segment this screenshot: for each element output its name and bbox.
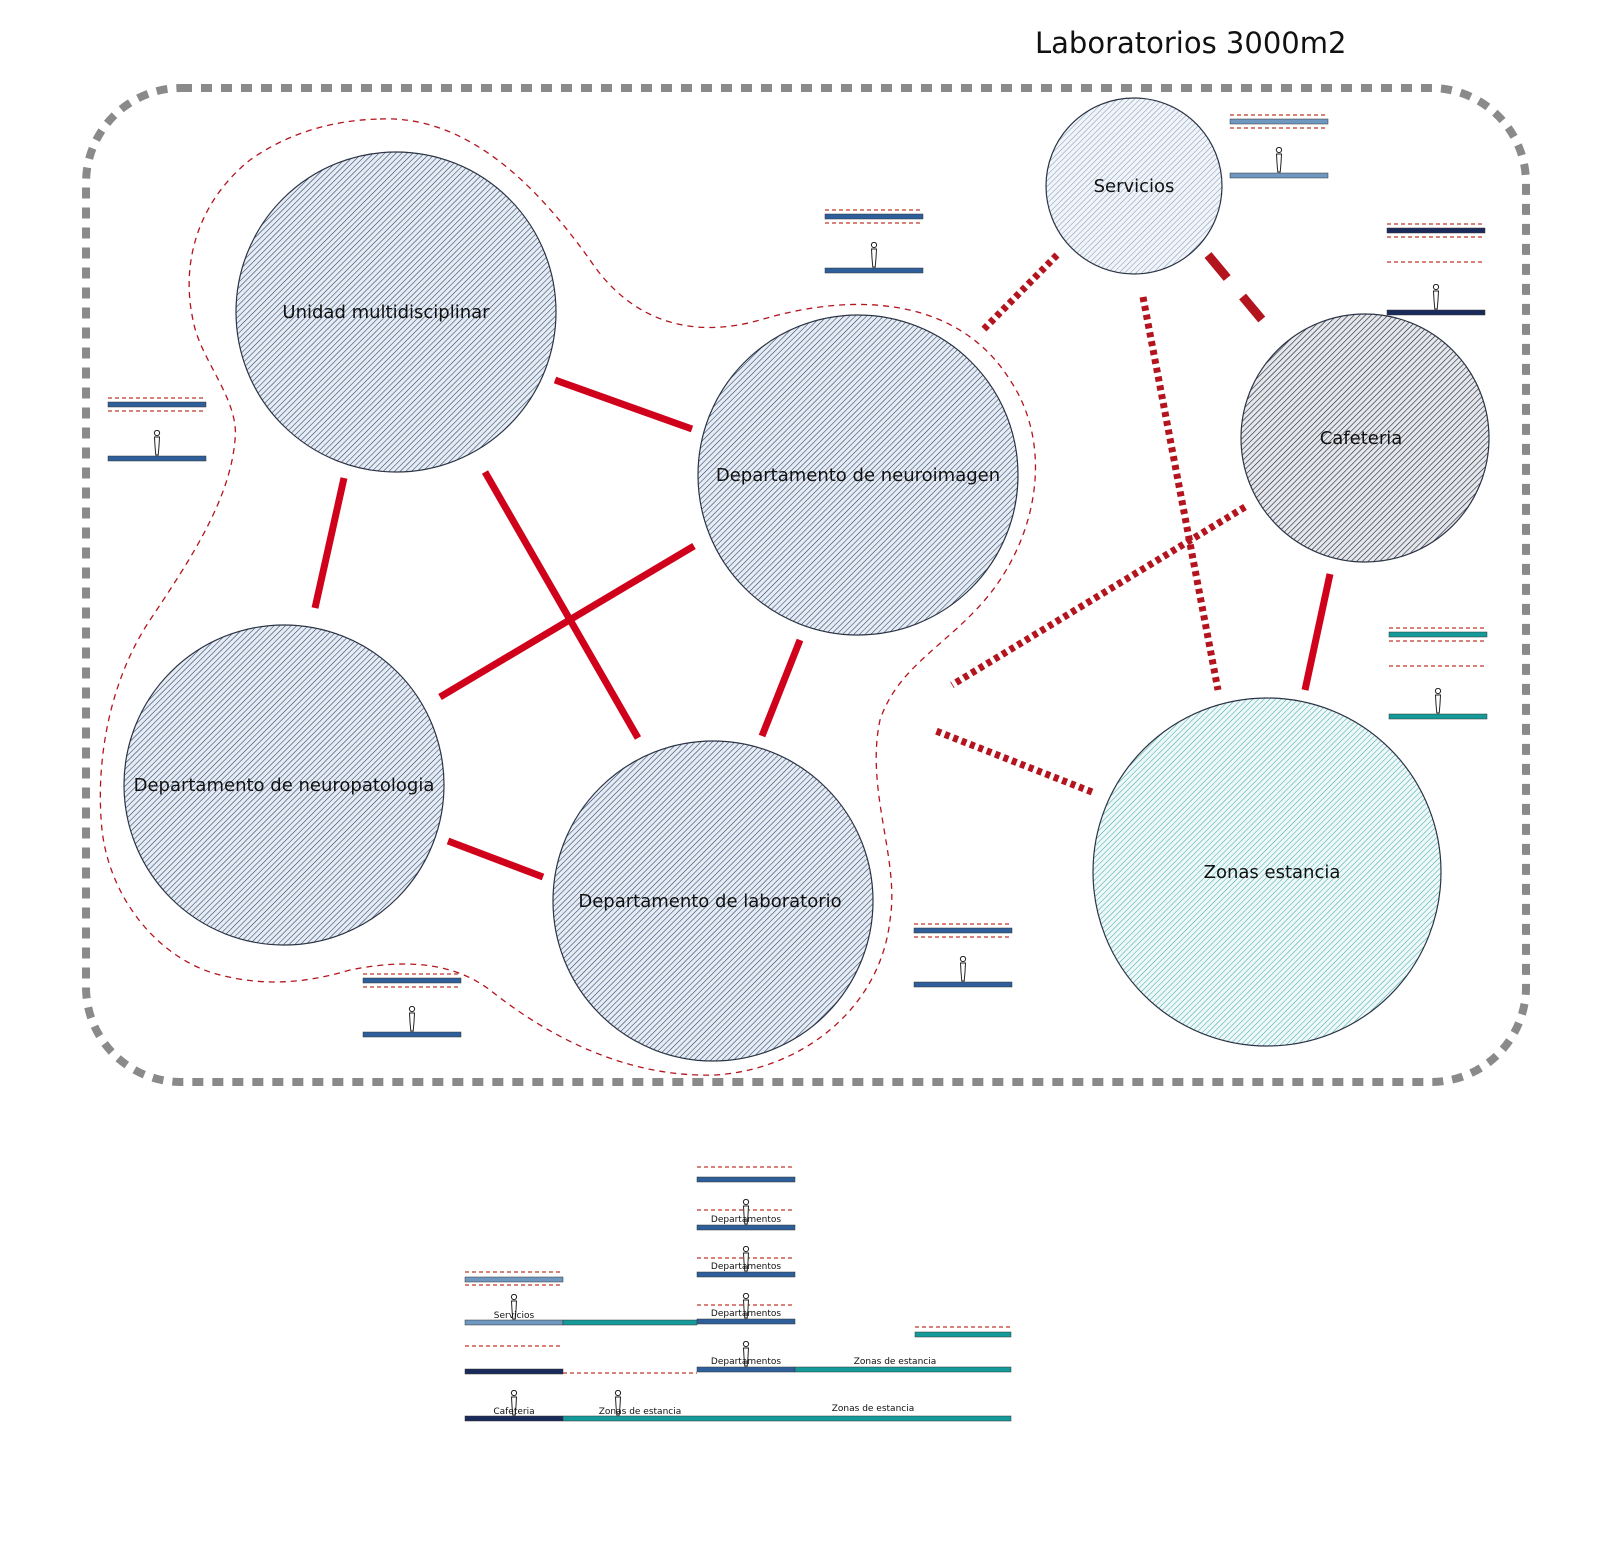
section-cafe-slab-top [464, 1368, 564, 1375]
link-servicios-neuroimagen [980, 252, 1060, 333]
zone-circle-laboratorio [552, 740, 874, 1062]
section-dept-slab-5 [696, 1366, 796, 1373]
section-dept-slab-2 [696, 1224, 796, 1231]
link-unidad-neuroimagen [553, 376, 694, 433]
zone-circle-cafeteria [1240, 313, 1490, 563]
level-icon-neuropatologia [362, 973, 462, 1038]
section-zonas-connector-upper [562, 1319, 698, 1326]
section-zonas-label-3: Zonas de estancia [854, 1357, 937, 1367]
links-layer [311, 252, 1334, 881]
link-servicios-cafeteria [1204, 252, 1277, 336]
section-dept-slab-3 [696, 1271, 796, 1278]
level-icon-zonas [1388, 627, 1488, 720]
diagram-title: Laboratorios 3000m2 [1035, 26, 1347, 60]
zone-zonas: Zonas estancia [1092, 697, 1442, 1047]
level-icon-unidad [107, 397, 207, 462]
level-icon-servicios [1229, 114, 1329, 179]
section-serv-slab-top [464, 1276, 564, 1283]
section-dept-slab-4 [696, 1318, 796, 1325]
zone-cafeteria: Cafeteria [1240, 313, 1490, 563]
level-icon-neuroimagen [824, 209, 924, 274]
slab-icons-layer [107, 114, 1488, 1038]
boundary-outline [82, 84, 1530, 1086]
link-neuroimagen-laboratorio [758, 638, 804, 738]
level-icon-cafeteria [1386, 223, 1486, 316]
link-unidad-laboratorio [481, 470, 642, 740]
section-dept-label-2: Departamentos [711, 1262, 781, 1272]
zone-circle-unidad [235, 151, 557, 473]
link-unidad-neuropatologia [311, 477, 348, 609]
zone-label-servicios: Servicios [1094, 176, 1175, 197]
zone-unidad: Unidad multidisciplinar [235, 151, 557, 473]
zone-circle-neuroimagen [697, 314, 1019, 636]
section-zonas-slab-upper [794, 1366, 1012, 1373]
zone-neuropatologia: Departamento de neuropatologia [123, 624, 445, 946]
zone-circle-servicios [1045, 97, 1223, 275]
section-diagram: DepartamentosDepartamentosDepartamentosD… [464, 1166, 1012, 1422]
section-dept-label-4: Departamentos [711, 1357, 781, 1367]
link-neuropatologia-laboratorio [446, 837, 545, 881]
zone-label-neuroimagen: Departamento de neuroimagen [716, 465, 1000, 486]
zone-label-unidad: Unidad multidisciplinar [282, 302, 490, 323]
link-cafeteria-cluster [950, 504, 1247, 688]
link-zonas-cluster [934, 727, 1094, 796]
zone-laboratorio: Departamento de laboratorio [552, 740, 874, 1062]
zone-label-zonas: Zonas estancia [1204, 862, 1341, 883]
section-zonas-label-1: Zonas de estancia [599, 1407, 682, 1417]
link-servicios-zonas [1139, 296, 1222, 691]
zone-circle-neuropatologia [123, 624, 445, 946]
section-zonas-slab-ground [562, 1415, 1012, 1422]
link-neuroimagen-neuropatologia [438, 542, 696, 701]
section-serv-label: Servicios [494, 1311, 535, 1321]
section-zonas-slab-top [914, 1331, 1012, 1338]
zone-label-laboratorio: Departamento de laboratorio [578, 891, 841, 912]
cluster-outline [99, 118, 1037, 1076]
level-icon-laboratorio [913, 923, 1013, 988]
zone-label-cafeteria: Cafeteria [1320, 428, 1403, 449]
zone-circle-zonas [1092, 697, 1442, 1047]
zone-neuroimagen: Departamento de neuroimagen [697, 314, 1019, 636]
section-dept-slab-1 [696, 1176, 796, 1183]
section-cafe-label: Cafeteria [493, 1407, 534, 1417]
section-zonas-label-2: Zonas de estancia [832, 1404, 915, 1414]
zone-label-neuropatologia: Departamento de neuropatologia [134, 775, 435, 796]
section-dept-label-1: Departamentos [711, 1215, 781, 1225]
section-dept-label-3: Departamentos [711, 1309, 781, 1319]
zone-servicios: Servicios [1045, 97, 1223, 275]
link-cafeteria-zonas [1301, 573, 1334, 691]
